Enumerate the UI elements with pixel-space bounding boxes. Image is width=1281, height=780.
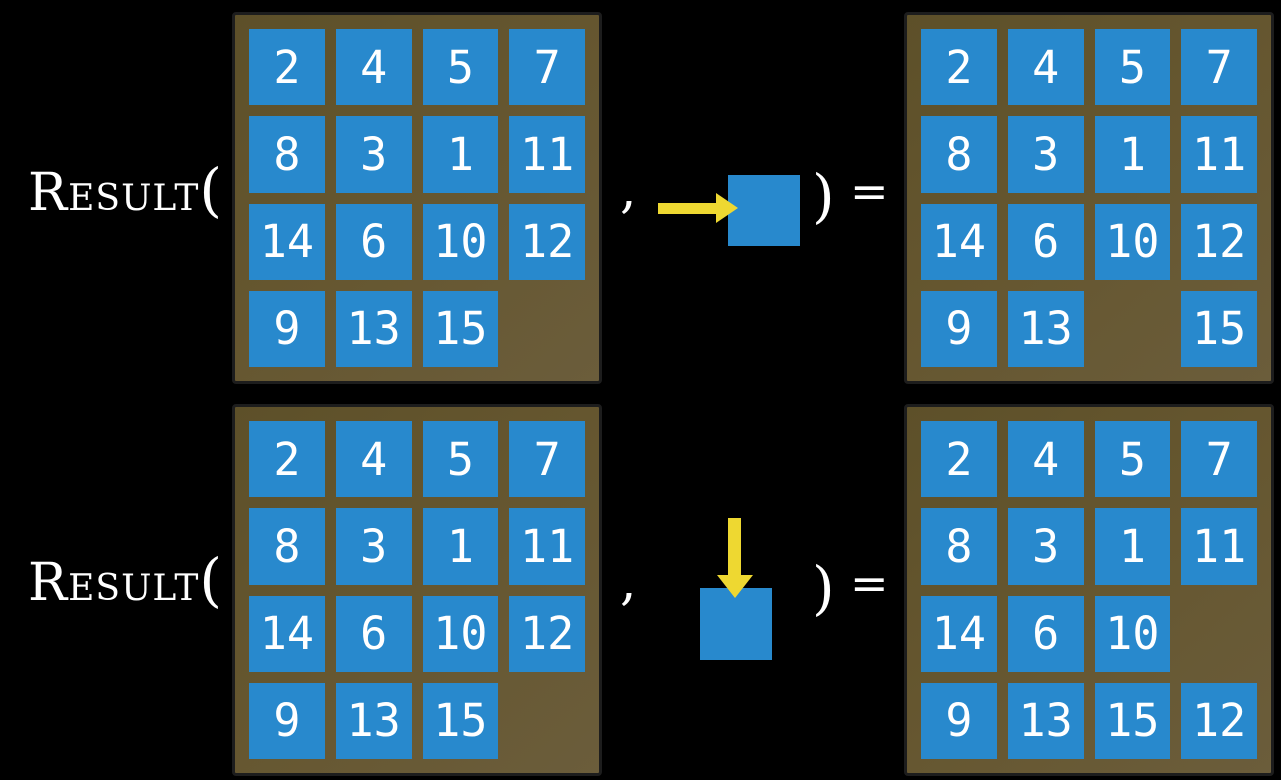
tile-14: 14 [249,595,325,672]
tile-9: 9 [249,290,325,367]
tile-13: 13 [335,290,412,367]
tile-7: 7 [509,421,585,498]
tile-2: 2 [249,29,325,106]
tile-13: 13 [1007,682,1084,759]
arrow-head [716,193,738,223]
equals-sign: = [850,556,889,610]
tile-5: 5 [422,421,499,498]
tile-9: 9 [249,682,325,759]
tile-1: 1 [422,508,499,585]
tile-9: 9 [921,290,997,367]
tile-12: 12 [1181,682,1257,759]
tile-6: 6 [1007,203,1084,280]
tile-13: 13 [1007,290,1084,367]
tile-1: 1 [1094,508,1171,585]
tile-3: 3 [335,508,412,585]
tile-9: 9 [921,682,997,759]
tile-4: 4 [335,29,412,106]
move-right-arrow-icon [658,193,738,223]
empty-cell [509,683,585,759]
tile-7: 7 [1181,421,1257,498]
tile-14: 14 [921,595,997,672]
tile-8: 8 [921,116,997,193]
tile-13: 13 [335,682,412,759]
tile-5: 5 [1094,29,1171,106]
tile-14: 14 [921,203,997,280]
tile-3: 3 [1007,508,1084,585]
tile-4: 4 [1007,29,1084,106]
tile-4: 4 [1007,421,1084,498]
tile-8: 8 [921,508,997,585]
tile-2: 2 [921,421,997,498]
tile-11: 11 [509,116,585,193]
action-tile-down [700,588,772,660]
tile-15: 15 [1181,290,1257,367]
empty-cell [509,291,585,367]
tile-11: 11 [1181,116,1257,193]
comma-separator: , [620,160,637,220]
action-tile-right [728,175,800,246]
arrow-shaft [658,203,716,214]
arrow-head [717,575,753,598]
close-paren: ) [812,554,835,622]
result-function-label: Result( [28,550,222,613]
empty-cell [1095,291,1171,367]
equals-sign: = [850,164,889,218]
tile-15: 15 [1094,682,1171,759]
move-down-arrow-icon [717,518,753,598]
tile-14: 14 [249,203,325,280]
tile-10: 10 [1094,203,1171,280]
tile-8: 8 [249,508,325,585]
tile-1: 1 [1094,116,1171,193]
result-function-label: Result( [28,160,222,223]
function-name: Result [28,163,200,223]
tile-3: 3 [335,116,412,193]
close-paren: ) [812,162,835,230]
open-paren: ( [199,546,223,614]
tile-6: 6 [1007,595,1084,672]
tile-10: 10 [422,595,499,672]
tile-2: 2 [921,29,997,106]
tile-4: 4 [335,421,412,498]
tile-8: 8 [249,116,325,193]
tile-6: 6 [335,595,412,672]
tile-12: 12 [509,595,585,672]
tile-15: 15 [422,290,499,367]
tile-6: 6 [335,203,412,280]
comma-separator: , [620,552,637,612]
tile-5: 5 [1094,421,1171,498]
arrow-shaft [728,518,741,575]
tile-3: 3 [1007,116,1084,193]
tile-11: 11 [509,508,585,585]
tile-12: 12 [1181,203,1257,280]
tile-15: 15 [422,682,499,759]
function-name: Result [28,553,200,613]
tile-2: 2 [249,421,325,498]
tile-11: 11 [1181,508,1257,585]
tile-10: 10 [422,203,499,280]
open-paren: ( [199,156,223,224]
tile-5: 5 [422,29,499,106]
empty-cell [1181,596,1257,672]
tile-1: 1 [422,116,499,193]
tile-12: 12 [509,203,585,280]
tile-7: 7 [1181,29,1257,106]
tile-10: 10 [1094,595,1171,672]
tile-7: 7 [509,29,585,106]
